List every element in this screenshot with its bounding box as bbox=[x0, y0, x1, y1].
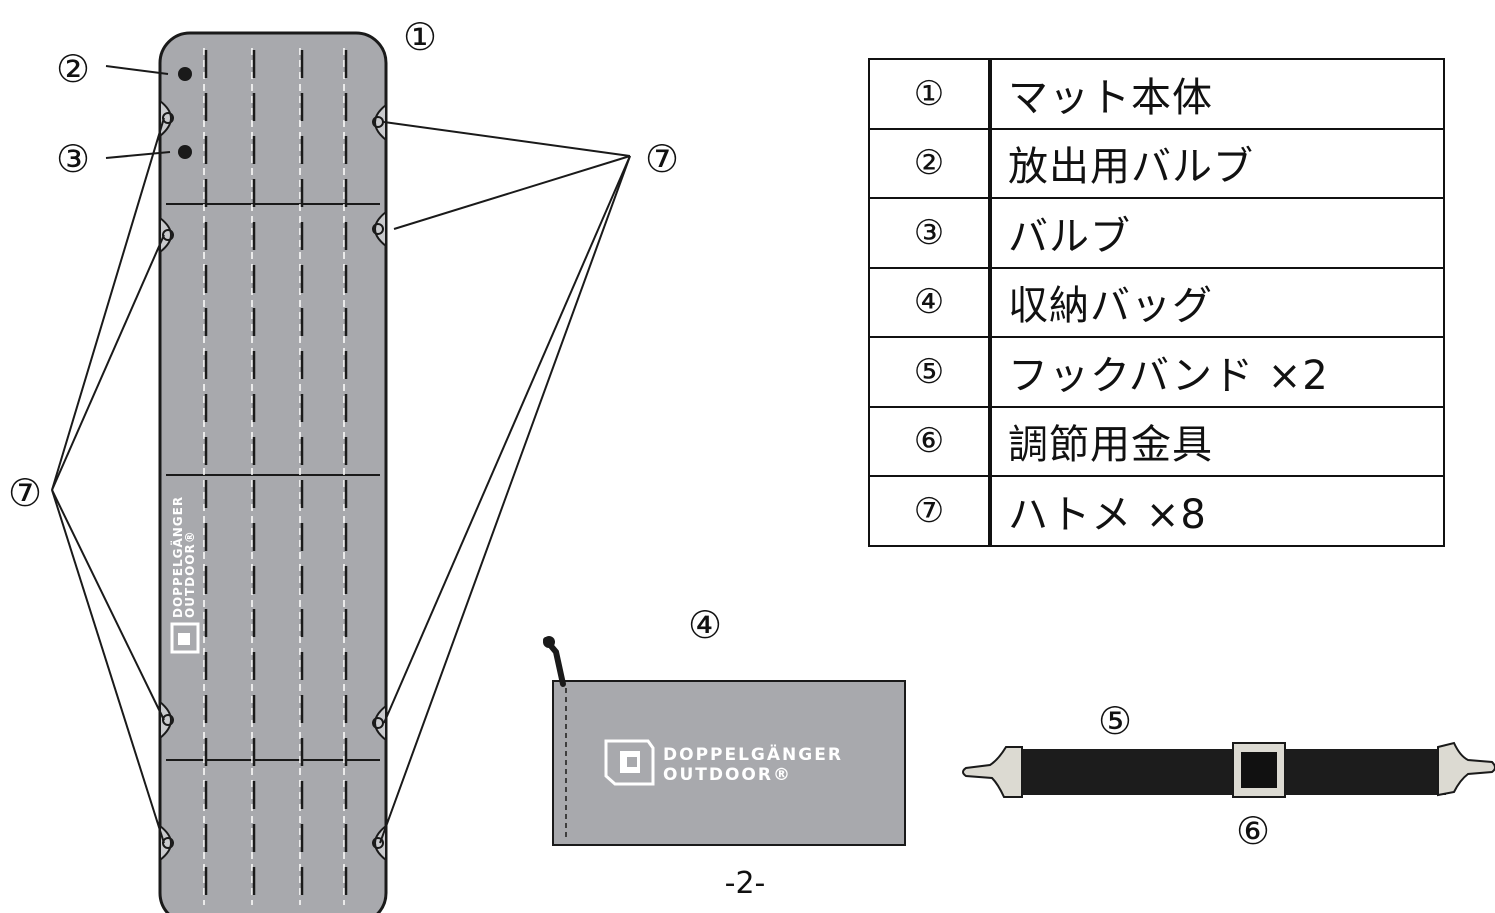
leader-lines bbox=[51, 65, 631, 844]
part-name: 収納バッグ bbox=[989, 266, 1445, 338]
table-row: ② 放出用バルブ bbox=[868, 127, 1445, 199]
table-row: ⑦ ハトメ ×8 bbox=[868, 475, 1445, 547]
part-name: マット本体 bbox=[989, 58, 1445, 130]
storage-bag: DOPPELGÄNGER OUTDOOR® bbox=[543, 636, 906, 846]
hook-band bbox=[962, 741, 1495, 798]
mat-brand-logo: DOPPELGÄNGER OUTDOOR® bbox=[170, 496, 200, 654]
part-number: ③ bbox=[868, 197, 992, 269]
parts-table: ① マット本体 ② 放出用バルブ ③ バルブ ④ 収納バッグ ⑤ フックバンド … bbox=[868, 58, 1445, 547]
table-row: ③ バルブ bbox=[868, 197, 1445, 269]
part-name: ハトメ ×8 bbox=[989, 475, 1445, 547]
mat-brand-line1: DOPPELGÄNGER bbox=[170, 496, 185, 618]
drawcord-stopper-icon bbox=[543, 636, 555, 648]
mat-channels bbox=[204, 50, 348, 905]
table-row: ⑥ 調節用金具 bbox=[868, 405, 1445, 477]
bag-brand-logo: DOPPELGÄNGER OUTDOOR® bbox=[604, 739, 843, 786]
callout-release-valve: ② bbox=[56, 47, 90, 91]
part-name: 調節用金具 bbox=[989, 405, 1445, 477]
callout-storage-bag: ④ bbox=[688, 603, 722, 647]
part-number: ⑤ bbox=[868, 336, 992, 408]
part-number: ② bbox=[868, 127, 992, 199]
bag-brand-line1: DOPPELGÄNGER bbox=[663, 743, 843, 765]
part-number: ⑥ bbox=[868, 405, 992, 477]
grommet-icons bbox=[159, 98, 387, 863]
part-name: バルブ bbox=[989, 197, 1445, 269]
table-row: ⑤ フックバンド ×2 bbox=[868, 336, 1445, 408]
part-number: ⑦ bbox=[868, 475, 992, 547]
part-number: ④ bbox=[868, 266, 992, 338]
mat-brand-line2: OUTDOOR® bbox=[183, 530, 197, 618]
mat-seams bbox=[203, 48, 345, 905]
table-row: ① マット本体 bbox=[868, 58, 1445, 130]
callout-mat: ① bbox=[403, 15, 437, 59]
page-number: -2- bbox=[724, 866, 766, 901]
right-hook-icon bbox=[1437, 741, 1495, 797]
part-number: ① bbox=[868, 58, 992, 130]
sleeping-mat: DOPPELGÄNGER OUTDOOR® bbox=[158, 31, 388, 913]
part-name: フックバンド ×2 bbox=[989, 336, 1445, 408]
callout-valve: ③ bbox=[56, 137, 90, 181]
callout-buckle: ⑥ bbox=[1236, 809, 1270, 853]
callout-grommets-right: ⑦ bbox=[645, 137, 679, 181]
release-valve-icon bbox=[178, 67, 192, 81]
table-row: ④ 収納バッグ bbox=[868, 266, 1445, 338]
valve-icon bbox=[178, 145, 192, 159]
callout-grommets-left: ⑦ bbox=[8, 471, 42, 515]
callout-hook-band: ⑤ bbox=[1098, 699, 1132, 743]
bag-brand-line2: OUTDOOR® bbox=[663, 765, 792, 785]
left-hook-icon bbox=[962, 746, 1023, 798]
part-name: 放出用バルブ bbox=[989, 127, 1445, 199]
